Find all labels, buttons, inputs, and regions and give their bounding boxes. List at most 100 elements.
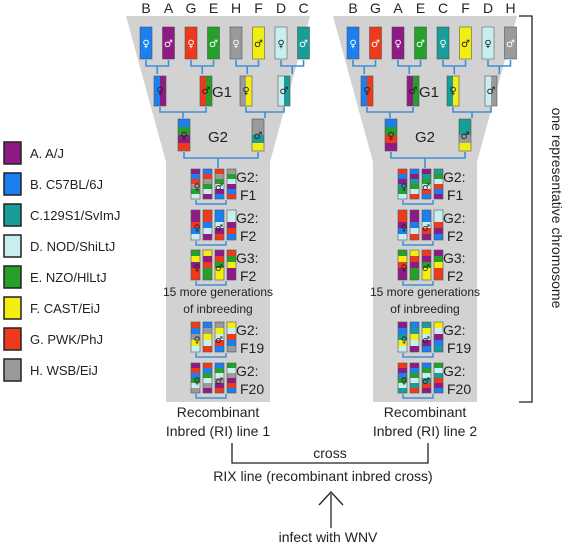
inbred-chromosome [397, 249, 408, 281]
inbred-chromosome [190, 168, 201, 200]
chromosome-outline [214, 168, 225, 200]
female-symbol: ♀ [242, 86, 249, 97]
chromosome-segment [203, 262, 212, 268]
chromosome-segment [203, 346, 212, 352]
chromosome-outline [202, 321, 213, 353]
founder-letter-a: A [164, 0, 174, 16]
chromosome-segment [434, 179, 443, 184]
chromosome-segment [203, 373, 212, 378]
male-symbol: ♂ [215, 336, 223, 346]
female-symbol: ♀ [401, 336, 408, 346]
chromosome-segment [422, 363, 431, 368]
chromosome-outline [190, 362, 201, 394]
male-symbol: ♂ [422, 224, 430, 234]
chromosome-segment [215, 383, 224, 388]
chromosome-segment [227, 228, 236, 234]
chromosome-segment [227, 250, 236, 256]
founder-letter-g: G [370, 0, 381, 16]
inbred-chromosome [202, 362, 213, 394]
g1-left-half [154, 76, 160, 106]
founder-chromosome-b [346, 26, 360, 60]
inbred-chromosome [433, 249, 444, 281]
chromosome-segment [410, 334, 419, 340]
chromosome-segment [215, 228, 224, 234]
legend-swatch-d [3, 234, 22, 258]
inbred-chromosome [226, 321, 237, 353]
legend-swatch-b [3, 172, 22, 196]
chromosome-outline [397, 209, 408, 241]
inbred-generation-label: G2: [443, 210, 466, 226]
chromosome-segment [215, 368, 224, 373]
founder-letter-c: C [298, 0, 308, 16]
chromosome-segment [422, 388, 431, 393]
chromosome-segment [422, 328, 431, 334]
founder-chromosome-b [139, 26, 153, 60]
female-symbol: ♀ [449, 86, 456, 97]
g1-chromosome [277, 75, 291, 107]
g2-pair-connector [183, 152, 259, 168]
female-symbol: ♀ [387, 131, 394, 142]
inbred-chromosome [190, 249, 201, 281]
chromosome-segment [398, 189, 407, 194]
chromosome-segment [434, 210, 443, 222]
chromosome-segment [434, 228, 443, 234]
inbred-pair-connector [402, 353, 434, 358]
male-symbol: ♂ [209, 39, 218, 50]
funnel-line-2: B♀G♂A♀E♂C♀F♂D♀H♂♀♂♀♂G1♀♂G2♀♂G2:F1♀♂G2:F2… [333, 0, 517, 402]
chromosome-segment [398, 169, 407, 174]
chromosome-segment [410, 268, 419, 280]
chromosome-segment [191, 184, 200, 189]
chromosome-segment [398, 322, 407, 328]
chromosome-outline [409, 209, 420, 241]
chromosome-outline [397, 249, 408, 281]
chromosome-segment [227, 388, 236, 393]
female-symbol: ♀ [363, 86, 370, 97]
chromosome-segment [434, 262, 443, 268]
chromosome-outline [190, 209, 201, 241]
g1-pair-connector [245, 107, 285, 118]
chromosome-segment [410, 328, 419, 334]
inbred-chromosome [409, 362, 420, 394]
ri-line-1-title-a: Recombinant [177, 404, 260, 420]
male-symbol: ♂ [202, 86, 211, 97]
g1-right-half [246, 76, 252, 106]
chromosome-segment [227, 256, 236, 262]
founder-chromosome-a [162, 26, 175, 60]
chromosome-segment [203, 194, 212, 199]
chromosome-segment [215, 268, 224, 280]
chromosome-segment [227, 383, 236, 388]
chromosome-segment [215, 169, 224, 174]
inbred-filial-label: F19 [240, 340, 264, 356]
chromosome-segment [410, 378, 419, 383]
chromosome-segment [215, 250, 224, 256]
chromosome-segment [434, 368, 443, 373]
chromosome-segment [410, 174, 419, 179]
chromosome-segment [398, 368, 407, 373]
chromosome-segment [398, 363, 407, 368]
founder-chromosome-d [481, 26, 495, 60]
founder-chromosome-f [459, 26, 472, 60]
male-symbol: ♂ [422, 183, 430, 193]
chromosome-segment [410, 179, 419, 184]
female-symbol: ♀ [194, 264, 201, 274]
chromosome-segment [203, 256, 212, 262]
founder-letter-b: B [348, 0, 357, 16]
more-generations-line-2: of inbreeding [390, 302, 459, 316]
chromosome-segment [227, 174, 236, 179]
inbred-chromosome [202, 168, 213, 200]
chromosome-segment [434, 194, 443, 199]
chromosome-segment [422, 322, 431, 328]
g1-outline [360, 75, 374, 107]
g1-right-half [367, 76, 373, 106]
chromosome-segment [203, 228, 212, 234]
g1-left-half [361, 76, 367, 106]
chromosome-segment [434, 169, 443, 174]
male-symbol: ♂ [215, 377, 223, 387]
pair-connector [235, 60, 260, 74]
female-symbol: ♀ [194, 224, 201, 234]
chromosome-segment [398, 174, 407, 179]
inbred-filial-label: F2 [240, 228, 257, 244]
female-symbol: ♀ [439, 39, 446, 50]
founder-chromosome-d [274, 26, 288, 60]
g1-right-half [206, 76, 212, 106]
